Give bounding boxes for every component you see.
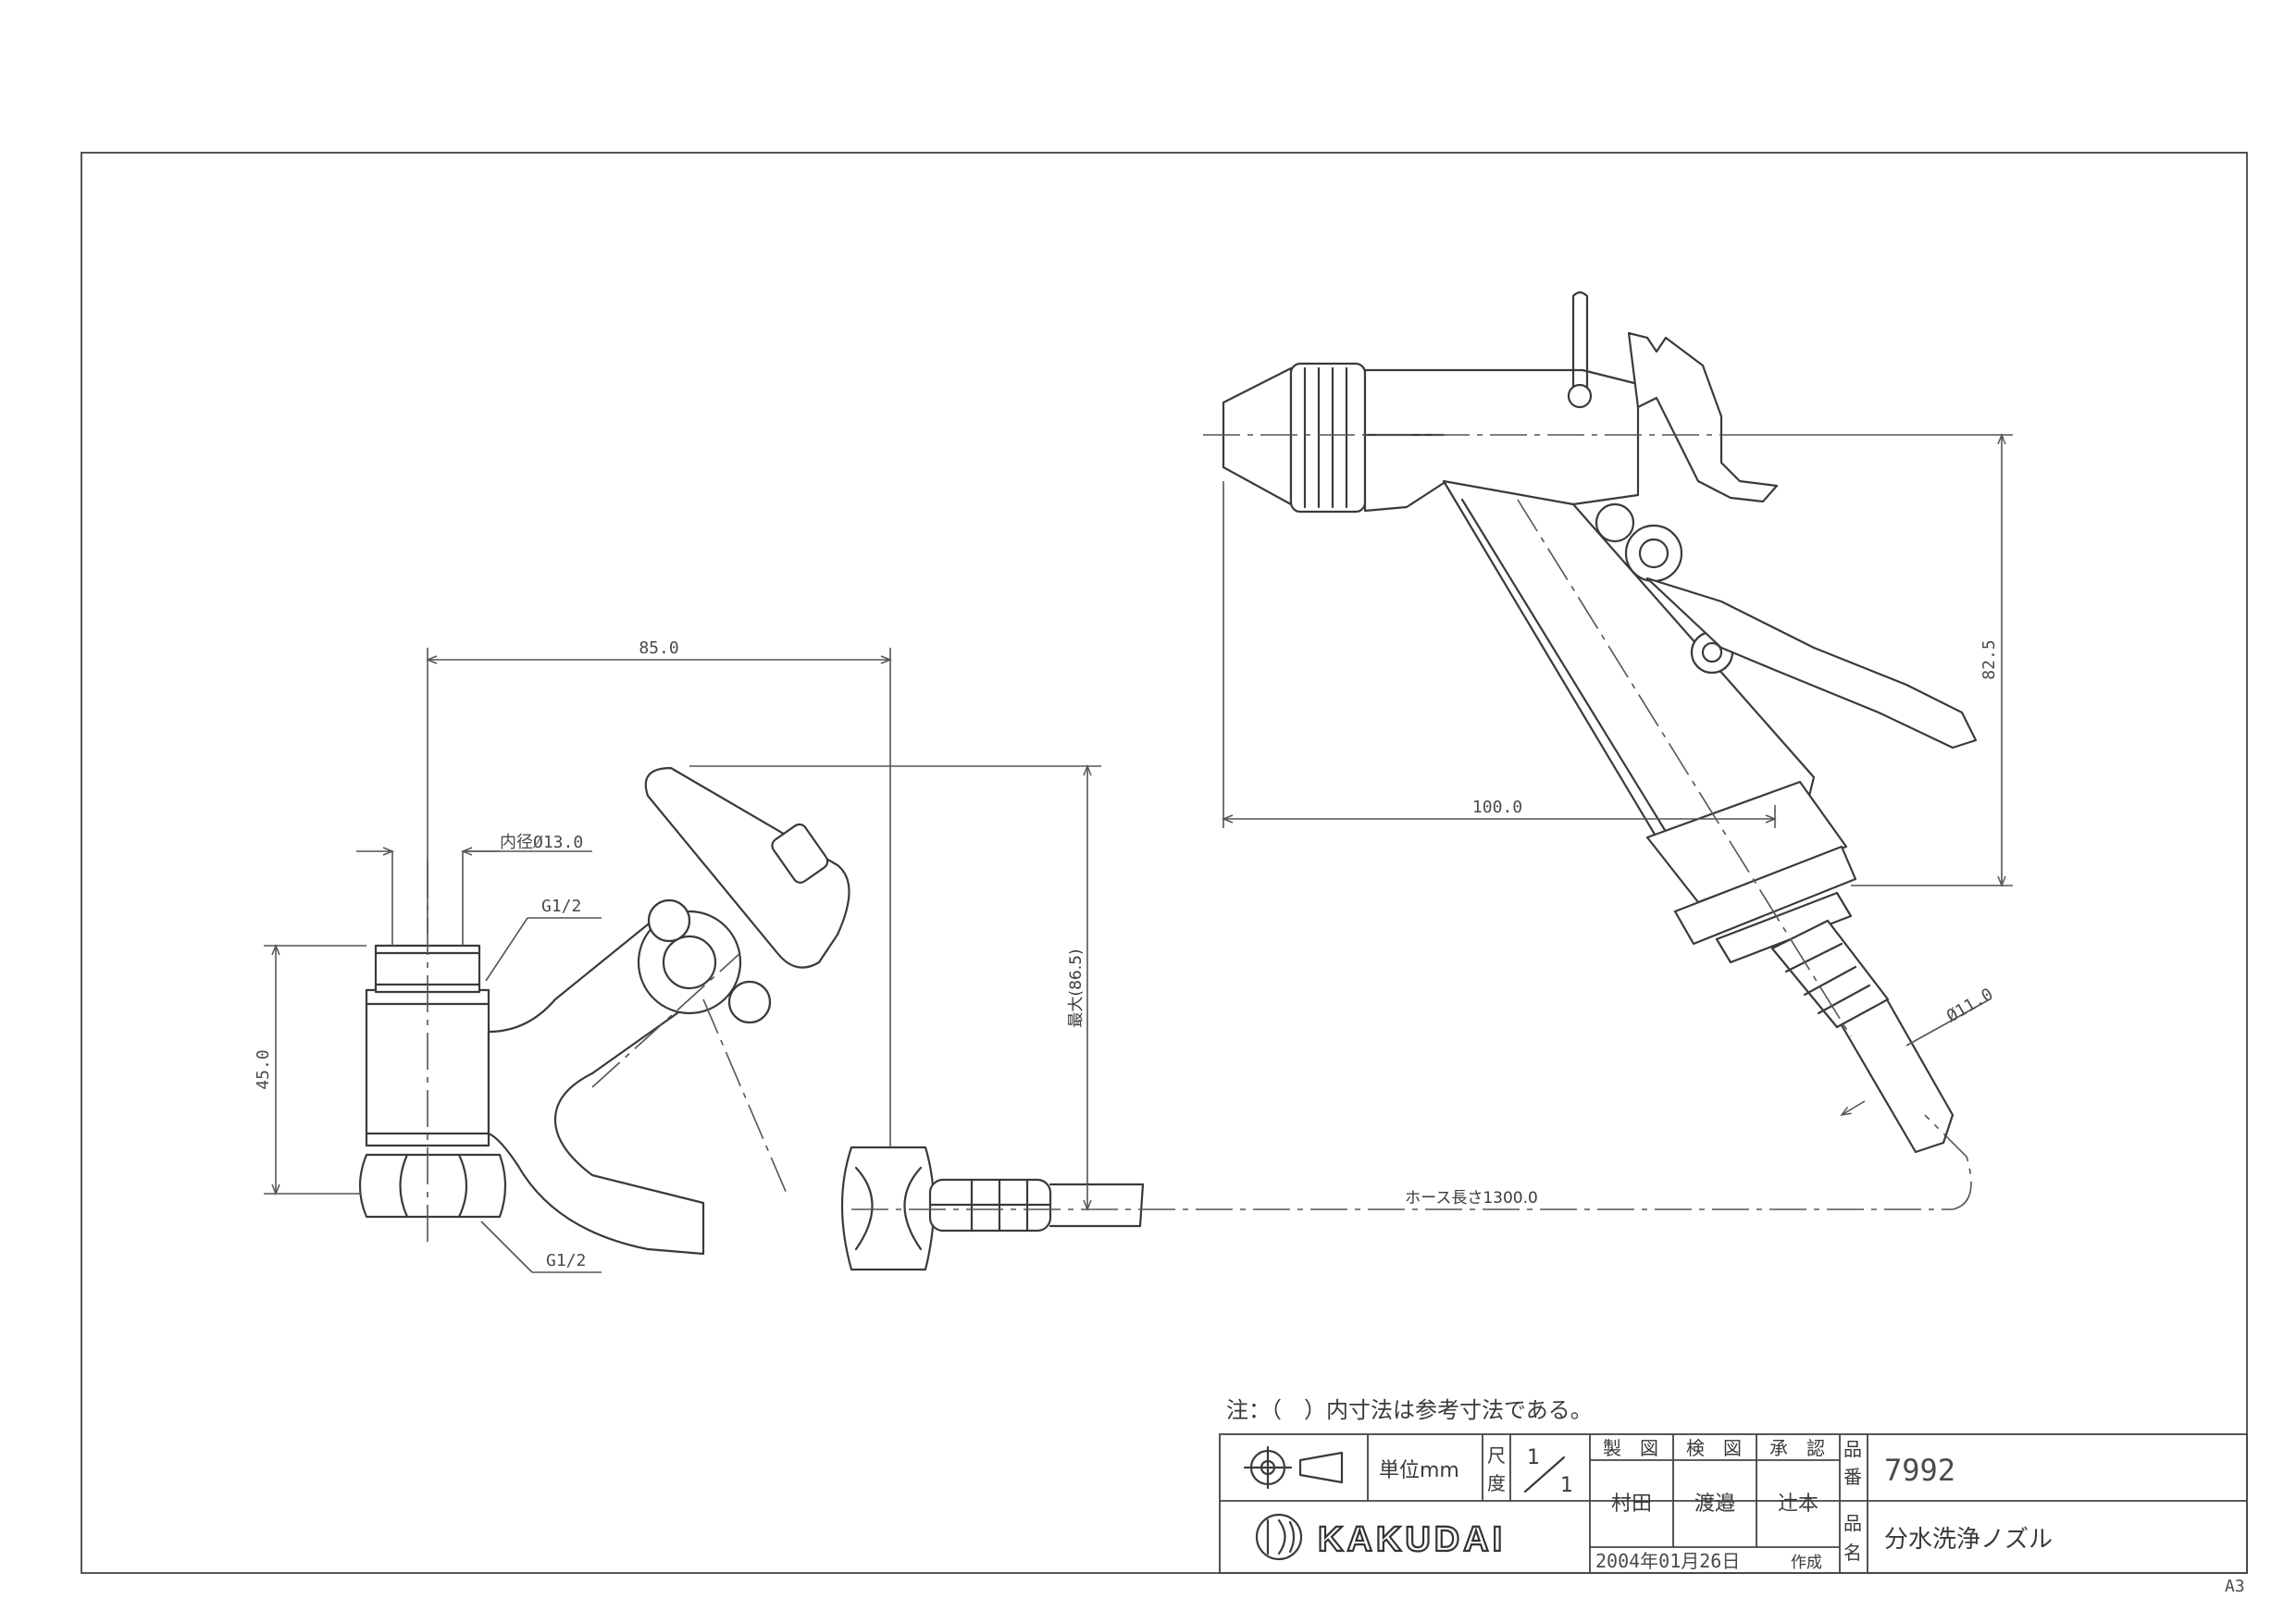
dimension-thread-bottom: G1/2 bbox=[480, 1220, 602, 1273]
svg-text:分水洗浄ノズル: 分水洗浄ノズル bbox=[1884, 1526, 2053, 1554]
dimension-100: 100.0 bbox=[1223, 481, 1775, 828]
svg-text:1: 1 bbox=[1527, 1446, 1540, 1469]
dimension-thread-top: G1/2 bbox=[485, 897, 602, 982]
svg-text:最大(86.5): 最大(86.5) bbox=[1067, 948, 1086, 1027]
svg-text:製 図: 製 図 bbox=[1603, 1437, 1658, 1459]
projection-symbol-icon bbox=[1243, 1445, 1344, 1490]
svg-text:品: 品 bbox=[1843, 1438, 1862, 1460]
svg-text:G1/2: G1/2 bbox=[541, 897, 581, 916]
svg-text:品: 品 bbox=[1843, 1512, 1862, 1534]
svg-text:ホース長さ1300.0: ホース長さ1300.0 bbox=[1405, 1189, 1538, 1208]
svg-text:辻本: 辻本 bbox=[1778, 1493, 1818, 1516]
faucet-body bbox=[358, 766, 1145, 1271]
dimension-max-height: 最大(86.5) bbox=[689, 766, 1101, 1209]
reference-note: 注：（ ）内寸法は参考寸法である。 bbox=[1226, 1397, 1593, 1423]
svg-text:承 認: 承 認 bbox=[1769, 1437, 1825, 1459]
svg-text:G1/2: G1/2 bbox=[546, 1251, 586, 1270]
svg-text:1: 1 bbox=[1560, 1474, 1573, 1497]
svg-text:尺: 尺 bbox=[1487, 1444, 1506, 1467]
spray-nozzle bbox=[1222, 291, 1978, 1154]
svg-text:2004年01月26日: 2004年01月26日 bbox=[1595, 1550, 1740, 1572]
svg-text:作成: 作成 bbox=[1791, 1554, 1822, 1572]
svg-text:7992: 7992 bbox=[1884, 1453, 1955, 1488]
dimension-85: 85.0 bbox=[428, 638, 890, 1147]
svg-text:内径Ø13.0: 内径Ø13.0 bbox=[500, 833, 583, 852]
svg-text:検 図: 検 図 bbox=[1686, 1437, 1742, 1459]
svg-text:渡邉: 渡邉 bbox=[1694, 1493, 1735, 1516]
svg-text:45.0: 45.0 bbox=[254, 1049, 273, 1089]
svg-text:Ø11.0: Ø11.0 bbox=[1943, 985, 1996, 1026]
svg-text:単位mm: 単位mm bbox=[1379, 1459, 1459, 1482]
drawing-frame bbox=[81, 152, 2248, 1574]
svg-text:100.0: 100.0 bbox=[1472, 798, 1522, 817]
dimension-hose-length: ホース長さ1300.0 bbox=[1405, 1189, 1538, 1208]
kakudai-logo: KAKUDAI bbox=[1255, 1513, 1506, 1561]
dimension-82-5: 82.5 bbox=[1740, 435, 2013, 886]
dimension-45: 45.0 bbox=[254, 946, 366, 1194]
svg-text:番: 番 bbox=[1843, 1466, 1862, 1488]
title-block: 単位mm 尺 度 1 1 製 図 検 図 承 認 村田 渡邉 辻本 2004年0… bbox=[1219, 1433, 2248, 1574]
dimension-inner-diameter: 内径Ø13.0 bbox=[356, 833, 592, 946]
svg-text:KAKUDAI: KAKUDAI bbox=[1318, 1520, 1506, 1559]
svg-text:85.0: 85.0 bbox=[639, 638, 678, 658]
svg-text:度: 度 bbox=[1487, 1472, 1506, 1494]
svg-text:村田: 村田 bbox=[1611, 1493, 1652, 1516]
svg-text:名: 名 bbox=[1843, 1542, 1862, 1564]
svg-text:82.5: 82.5 bbox=[1980, 639, 1999, 679]
sheet-size-label: A3 bbox=[2225, 1577, 2245, 1596]
